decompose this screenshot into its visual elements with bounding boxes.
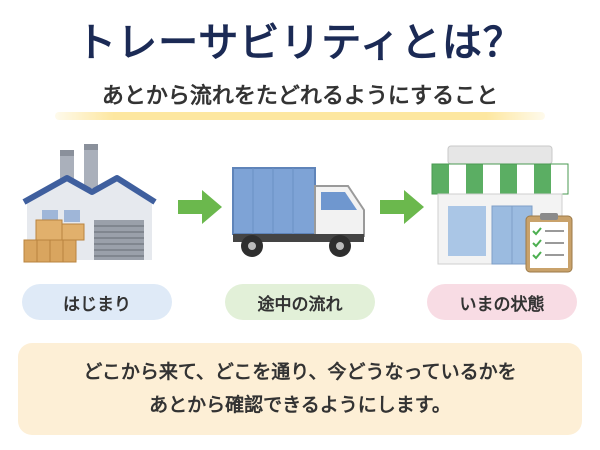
store-icon xyxy=(426,142,586,277)
summary-line-2: あとから確認できるようにします。 xyxy=(149,394,451,416)
step-label-start: はじまり xyxy=(22,284,172,320)
step-label-middle: 途中の流れ xyxy=(225,284,375,320)
arrow-right-icon xyxy=(380,190,424,224)
arrow-right-icon xyxy=(178,190,222,224)
page-subtitle: あとから流れをたどれるようにすること xyxy=(101,84,499,109)
summary-line-1: どこから来て、どこを通り、今どうなっているかを xyxy=(83,361,517,383)
page-title: トレーサビリティとは？ xyxy=(76,20,524,66)
step-label-end: いまの状態 xyxy=(427,284,577,320)
truck-icon xyxy=(228,160,378,260)
summary-box: どこから来て、どこを通り、今どうなっているかを あとから確認できるようにします。 xyxy=(18,343,582,435)
subtitle-highlight xyxy=(55,112,545,120)
factory-icon xyxy=(22,140,172,270)
